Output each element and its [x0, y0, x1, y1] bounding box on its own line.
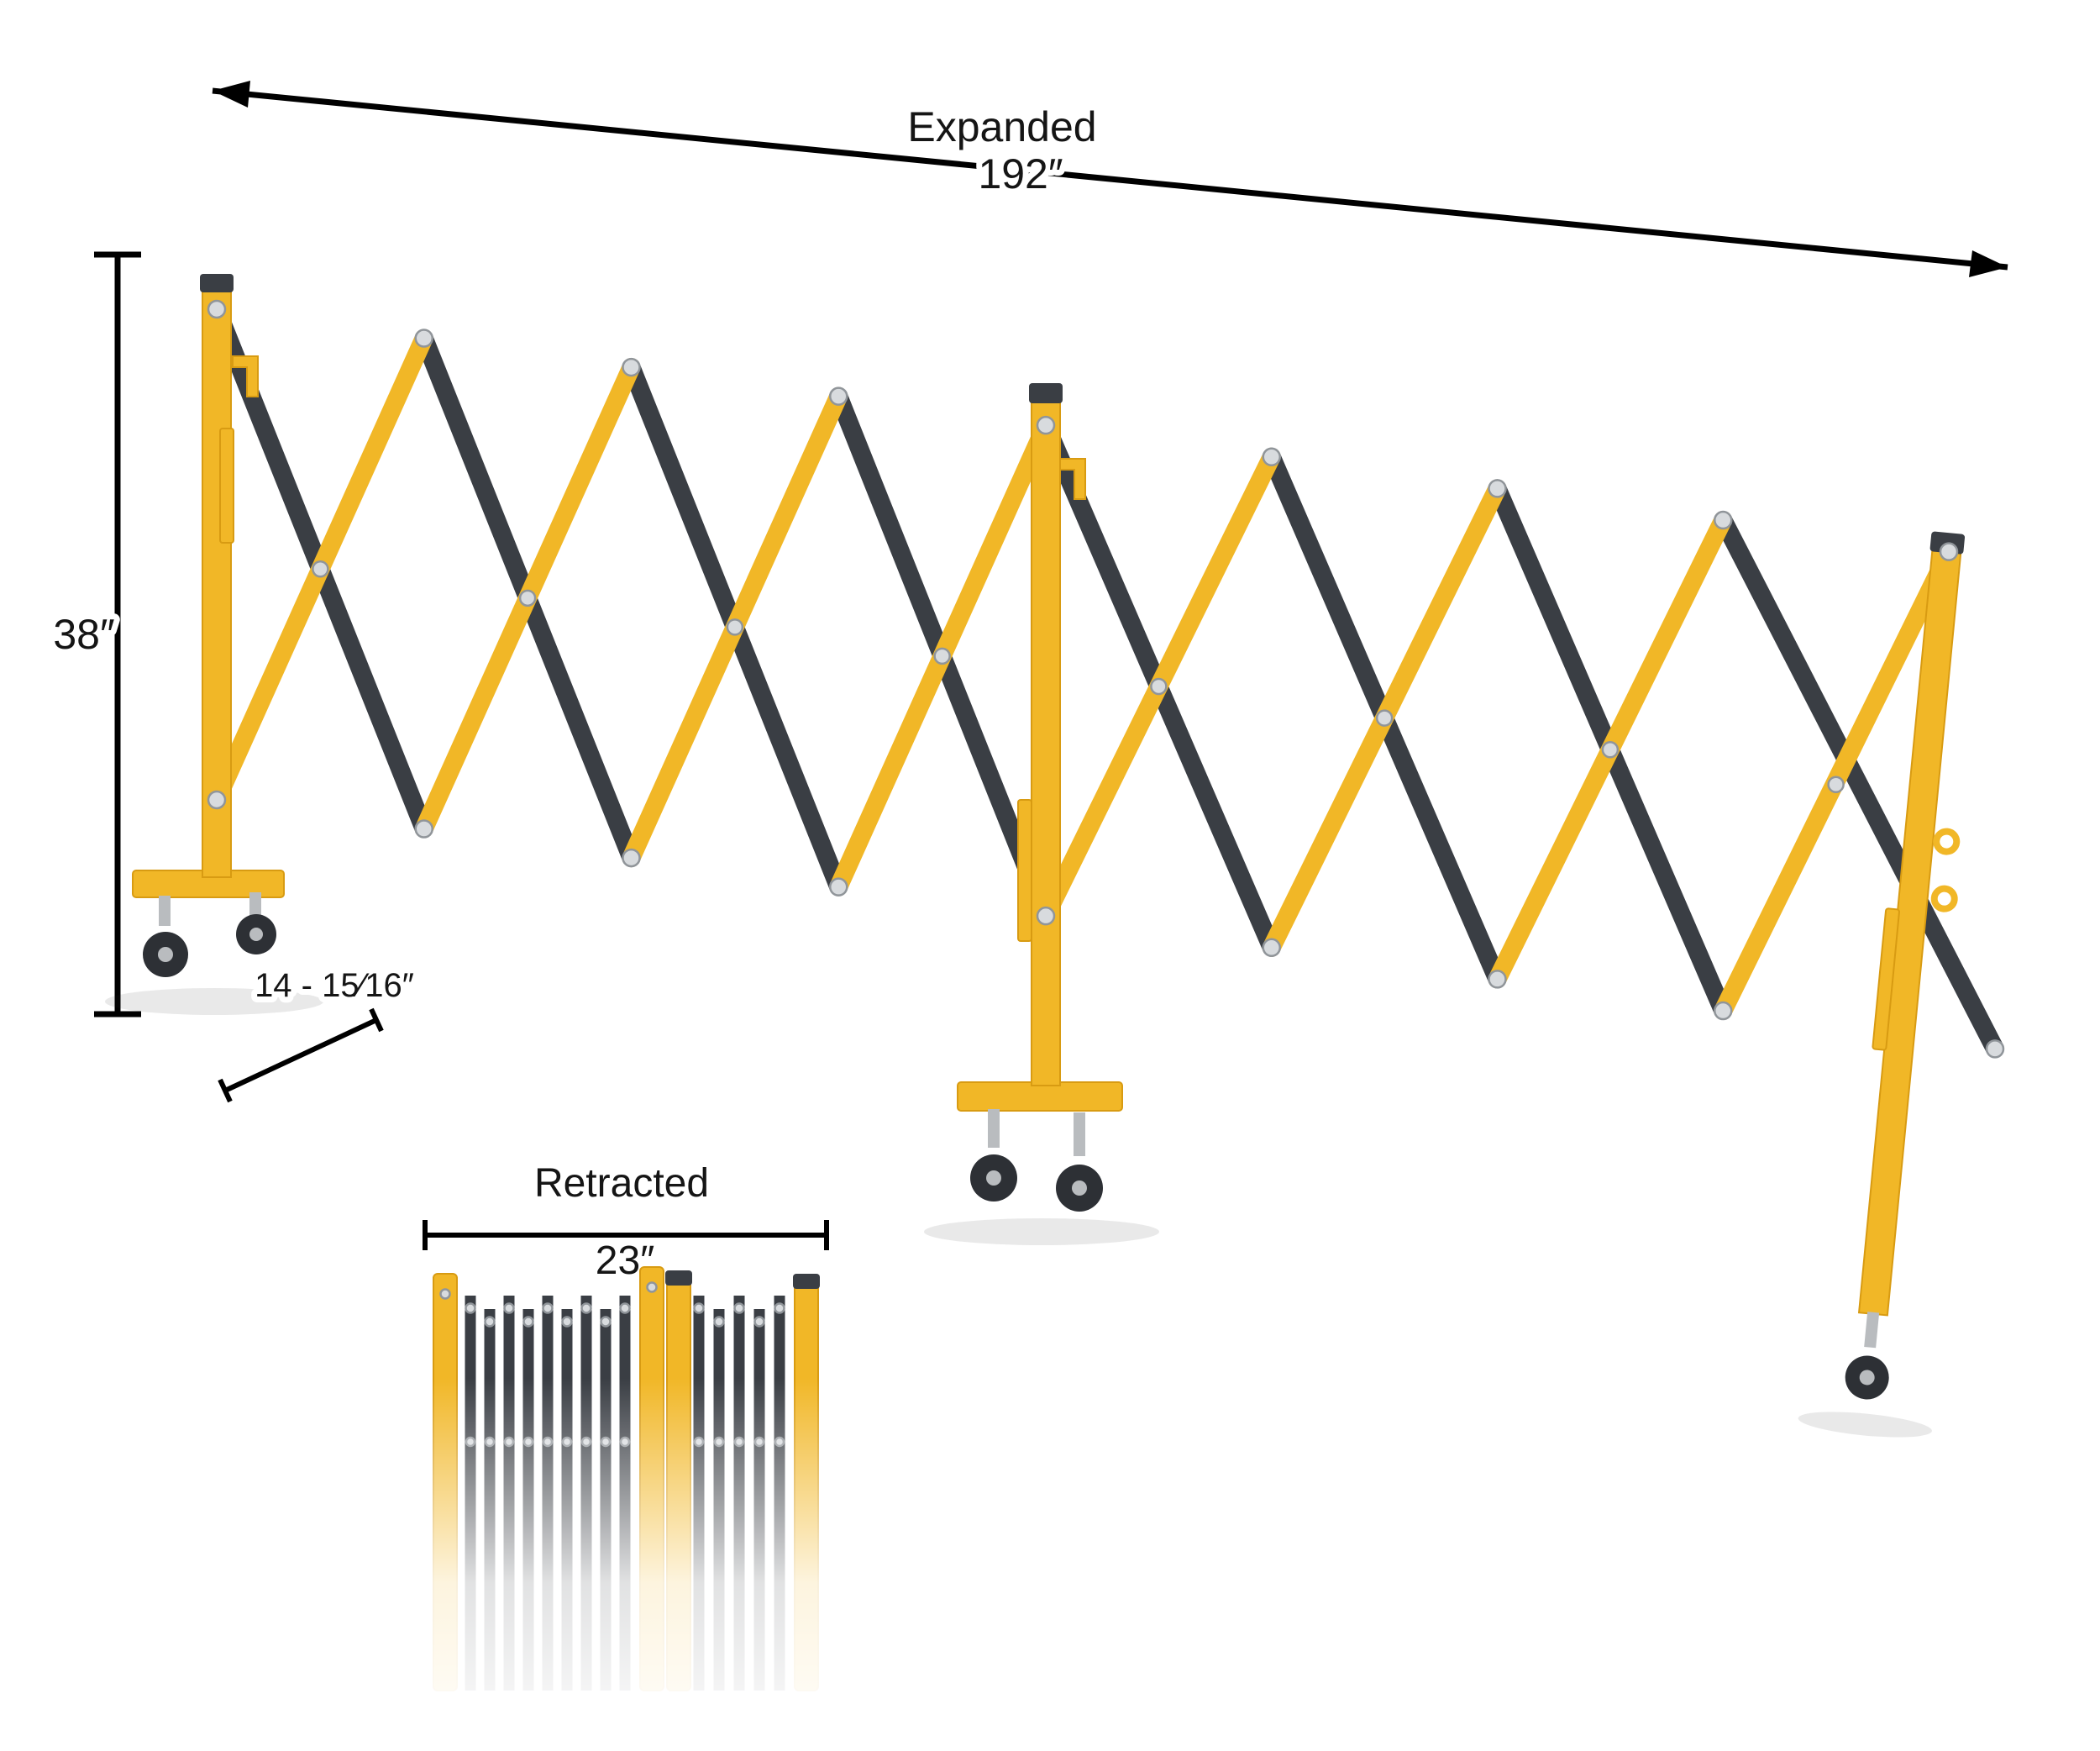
fade-overlay	[378, 1378, 899, 1751]
pivot-rivet	[829, 877, 848, 897]
pivot-rivet	[1036, 906, 1056, 926]
retracted-dimension-annotation: Retracted 23″	[423, 1155, 829, 1289]
caster-hub	[986, 1170, 1001, 1186]
middle-post-cap	[1029, 383, 1063, 403]
caster-hub	[158, 947, 173, 962]
post-rivet	[646, 1281, 658, 1293]
latch-hook	[1059, 458, 1086, 500]
scissor-lattice	[207, 300, 2004, 1059]
expanded-dimension-line	[212, 87, 2008, 271]
slat-rivet	[484, 1316, 496, 1328]
foot-depth-line	[223, 1017, 378, 1093]
pivot-rivet	[414, 819, 433, 839]
pivot-rivet	[1985, 1039, 2005, 1059]
caster-hub	[249, 928, 263, 941]
slat-rivet	[753, 1316, 765, 1328]
slat-rivet	[693, 1302, 705, 1314]
retracted-post-cap	[665, 1270, 692, 1286]
foot-depth-value: 14 - 15⁄16″	[255, 967, 414, 1004]
center-rivet	[312, 560, 329, 578]
right-post	[1798, 531, 1966, 1438]
middle-post	[924, 383, 1159, 1245]
expanded-label: Expanded	[907, 103, 1096, 150]
slat-rivet	[542, 1302, 554, 1314]
arrow-left-icon	[213, 81, 250, 108]
foot-depth-tick	[369, 1007, 384, 1033]
left-post-bracket	[219, 428, 234, 544]
center-rivet	[518, 589, 537, 607]
pivot-rivet	[622, 357, 641, 377]
right-post-shadow	[1798, 1412, 1932, 1438]
caster-stem	[249, 892, 261, 916]
height-value: 38″	[53, 611, 114, 658]
pivot-rivet	[622, 848, 641, 868]
slat-rivet	[619, 1302, 631, 1314]
slat-rivet	[713, 1316, 725, 1328]
slat-rivet	[561, 1316, 573, 1328]
lattice-rivets	[207, 299, 2005, 1059]
caster-stem	[1074, 1112, 1085, 1156]
expanded-dimension-annotation: Expanded 192″	[212, 81, 2008, 277]
pivot-rivet	[207, 790, 227, 810]
caster-hub	[1072, 1180, 1087, 1196]
slat-rivet	[465, 1302, 476, 1314]
pivot-rivet	[1036, 415, 1056, 435]
pivot-rivet	[1262, 938, 1281, 958]
caster-stem	[988, 1109, 1000, 1148]
pivot-rivet	[1714, 1001, 1733, 1021]
expanded-value: 192″	[978, 150, 1063, 197]
caster-stem	[1864, 1312, 1880, 1349]
slat-rivet	[580, 1302, 592, 1314]
center-rivet	[1601, 740, 1620, 759]
pivot-rivet	[1488, 970, 1507, 989]
middle-foot	[957, 1081, 1123, 1112]
center-rivet	[1150, 677, 1168, 696]
center-rivet	[933, 647, 951, 665]
caster-hub	[1859, 1370, 1875, 1386]
post-rivet	[439, 1288, 451, 1300]
hook-eyelet	[1930, 885, 1958, 912]
right-post-bracket	[1872, 907, 1900, 1051]
middle-post-body	[1031, 396, 1061, 1086]
pivot-rivet	[414, 329, 433, 348]
retracted-label: Retracted	[534, 1161, 709, 1206]
pivot-rivet	[1262, 447, 1281, 467]
foot-depth-tick	[218, 1078, 233, 1103]
latch-hook	[232, 355, 259, 397]
pivot-rivet	[829, 386, 848, 406]
pivot-rivet	[1714, 510, 1733, 530]
arrow-right-icon	[1969, 250, 2008, 277]
slat-rivet	[733, 1302, 745, 1314]
slat-rivet	[774, 1302, 785, 1314]
hook-eyelet	[1933, 828, 1961, 855]
retracted-post-cap	[793, 1274, 820, 1289]
middle-post-shadow	[924, 1218, 1159, 1245]
left-post	[105, 274, 323, 1015]
left-post-shadow	[105, 988, 323, 1015]
center-rivet	[1827, 776, 1845, 793]
foot-depth-dimension-annotation: 14 - 15⁄16″	[218, 961, 420, 1103]
slat-rivet	[522, 1316, 534, 1328]
left-post-cap	[200, 274, 234, 292]
left-post-body	[202, 285, 232, 878]
pivot-rivet	[1488, 479, 1507, 498]
caster-stem	[159, 896, 171, 926]
slat-rivet	[600, 1316, 612, 1328]
center-rivet	[1375, 709, 1394, 727]
middle-post-bracket	[1017, 799, 1032, 942]
height-dimension-annotation: 38″	[47, 251, 141, 1017]
slat-rivet	[503, 1302, 515, 1314]
center-rivet	[726, 618, 744, 636]
pivot-rivet	[207, 299, 227, 319]
pivot-rivet	[1939, 542, 1959, 561]
lattice-bar-dark	[1714, 511, 2004, 1059]
